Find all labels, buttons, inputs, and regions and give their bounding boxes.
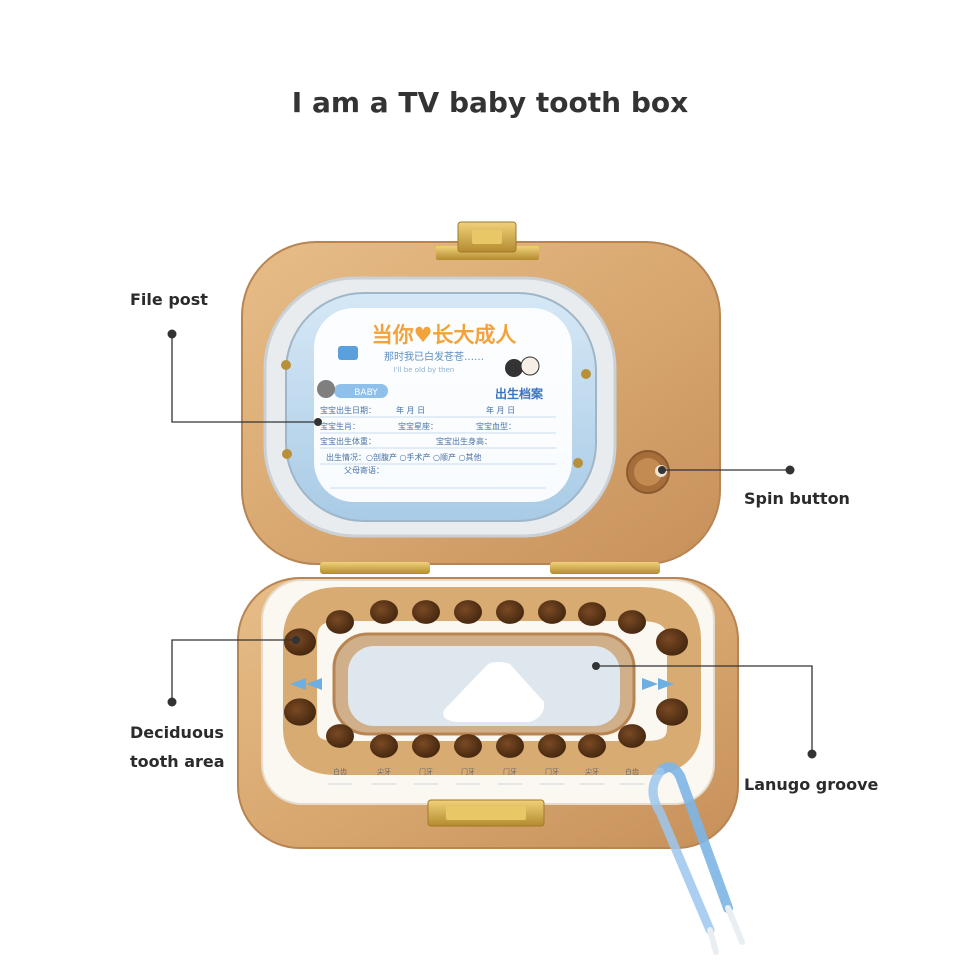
tooth-hole bbox=[578, 602, 606, 626]
tray-tooth-label: 白齿 bbox=[625, 767, 639, 776]
hinge-right bbox=[550, 562, 660, 574]
row-birthdate-label: 宝宝出生日期： bbox=[320, 405, 376, 415]
box-base: 白齿 尖牙 门牙 门牙 门牙 门牙 尖牙 白齿 白齿 尖牙 门牙 门牙 门牙 门牙 尖牙 白齿 bbox=[237, 577, 739, 849]
birth-card: 当你♥长大成人 那时我已白发苍苍…… I'll be old by then B… bbox=[314, 308, 572, 502]
brass-clasp-bottom bbox=[427, 799, 545, 827]
tooth-hole bbox=[284, 628, 316, 656]
baby-tag: BABY bbox=[354, 388, 378, 398]
tray-tooth-label: 门牙 bbox=[461, 767, 475, 776]
tooth-hole bbox=[538, 734, 566, 758]
hinge-left bbox=[320, 562, 430, 574]
tooth-hole bbox=[496, 734, 524, 758]
brass-clasp-top bbox=[436, 221, 539, 260]
callout-file-post: File post bbox=[130, 290, 208, 309]
card-headline: 当你♥长大成人 bbox=[372, 323, 517, 347]
tooth-hole bbox=[454, 734, 482, 758]
screw-icon bbox=[573, 458, 583, 468]
film-reel-icon bbox=[317, 380, 335, 398]
callout-lanugo-groove: Lanugo groove bbox=[744, 775, 879, 794]
cartoon-girl-icon bbox=[520, 356, 540, 376]
row-weight: 宝宝出生体重： bbox=[320, 436, 376, 446]
cartoon-boy-icon bbox=[505, 359, 523, 377]
screw-icon bbox=[282, 449, 292, 459]
tooth-hole bbox=[496, 600, 524, 624]
tv-icon bbox=[338, 346, 358, 360]
tooth-hole bbox=[578, 734, 606, 758]
tray-tooth-label: 尖牙 bbox=[585, 767, 599, 776]
tray-tooth-label: 门牙 bbox=[545, 767, 559, 776]
bottom-label-strip: 白齿 尖牙 门牙 门牙 门牙 门牙 尖牙 白齿 bbox=[328, 767, 644, 785]
row-constellation: 宝宝星座： bbox=[398, 421, 438, 431]
tooth-hole bbox=[284, 698, 316, 726]
tweezers bbox=[648, 762, 745, 955]
screw-icon bbox=[281, 360, 291, 370]
tray-tooth-label: 门牙 bbox=[503, 767, 517, 776]
tooth-hole bbox=[412, 600, 440, 624]
row-birthdate-solar: 年 月 日 bbox=[396, 405, 425, 415]
tooth-hole bbox=[618, 724, 646, 748]
archive-title: 出生档案 bbox=[495, 386, 544, 401]
screw-icon bbox=[581, 369, 591, 379]
row-zodiac: 宝宝生肖： bbox=[320, 421, 360, 431]
tray-tooth-label: 白齿 bbox=[333, 767, 347, 776]
tooth-hole bbox=[370, 734, 398, 758]
tooth-hole bbox=[326, 610, 354, 634]
row-parents-message: 父母寄语： bbox=[344, 465, 384, 475]
card-subline: 那时我已白发苍苍…… bbox=[384, 350, 484, 363]
callout-spin-button: Spin button bbox=[744, 489, 850, 508]
tray-tooth-label: 尖牙 bbox=[377, 767, 391, 776]
card-subline-en: I'll be old by then bbox=[394, 366, 455, 374]
row-height: 宝宝出生身高： bbox=[436, 436, 492, 446]
spin-button-knob bbox=[626, 450, 670, 494]
tray-tooth-label: 门牙 bbox=[419, 767, 433, 776]
arrow-left-icon bbox=[290, 678, 322, 690]
tooth-hole bbox=[538, 600, 566, 624]
row-birth-method: 出生情况：○剖腹产 ○手术产 ○顺产 ○其他 bbox=[326, 452, 482, 462]
callout-deciduous-line1: Deciduous bbox=[130, 723, 224, 742]
tooth-holes bbox=[284, 600, 688, 758]
callout-deciduous-line2: tooth area bbox=[130, 752, 225, 771]
callout-lines bbox=[171, 334, 813, 754]
tooth-hole bbox=[370, 600, 398, 624]
tooth-hole bbox=[618, 610, 646, 634]
tooth-hole bbox=[454, 600, 482, 624]
callout-dots bbox=[167, 329, 817, 759]
tooth-hole bbox=[326, 724, 354, 748]
row-bloodtype: 宝宝血型： bbox=[476, 421, 516, 431]
page-title: I am a TV baby tooth box bbox=[291, 86, 689, 119]
tooth-hole bbox=[656, 628, 688, 656]
row-birthdate-lunar: 年 月 日 bbox=[486, 405, 515, 415]
arrow-right-icon bbox=[642, 678, 674, 690]
tooth-hole bbox=[412, 734, 440, 758]
tooth-hole bbox=[656, 698, 688, 726]
